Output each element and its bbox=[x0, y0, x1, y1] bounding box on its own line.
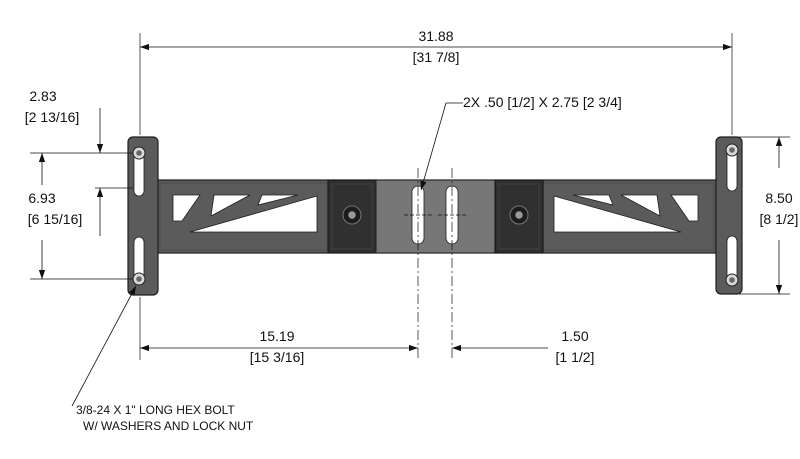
bolt-note: 3/8-24 X 1" LONG HEX BOLT W/ WASHERS AND… bbox=[76, 403, 254, 433]
center-offset-value: 15.19 bbox=[259, 328, 294, 344]
overall-width-fraction: [31 7/8] bbox=[413, 49, 460, 65]
upper-spacing-fraction: [2 13/16] bbox=[25, 109, 80, 125]
bracket-assembly bbox=[127, 136, 743, 296]
center-lines bbox=[404, 168, 466, 360]
left-span-fraction: [6 15/16] bbox=[28, 211, 83, 227]
left-span-value: 6.93 bbox=[28, 190, 55, 206]
bolt-note-line2: W/ WASHERS AND LOCK NUT bbox=[83, 419, 254, 433]
dimension-lines bbox=[38, 43, 783, 407]
center-plate bbox=[375, 179, 496, 254]
dimension-labels: 31.88 [31 7/8] 2.83 [2 13/16] 6.93 [6 15… bbox=[25, 28, 799, 365]
slot-callout: 2X .50 [1/2] X 2.75 [2 3/4] bbox=[463, 94, 622, 110]
slot-spacing-fraction: [1 1/2] bbox=[556, 349, 595, 365]
right-cutouts bbox=[553, 194, 699, 233]
slot-spacing-value: 1.50 bbox=[561, 328, 588, 344]
upper-spacing-value: 2.83 bbox=[29, 88, 56, 104]
left-clamp-block bbox=[327, 179, 377, 254]
overall-width-value: 31.88 bbox=[418, 28, 453, 44]
right-height-value: 8.50 bbox=[765, 190, 792, 206]
left-cutouts bbox=[172, 194, 318, 233]
bolt-note-line1: 3/8-24 X 1" LONG HEX BOLT bbox=[76, 403, 235, 417]
center-offset-fraction: [15 3/16] bbox=[250, 349, 305, 365]
right-height-fraction: [8 1/2] bbox=[760, 211, 799, 227]
right-end-plate bbox=[715, 136, 743, 295]
right-clamp-block bbox=[494, 179, 544, 254]
left-end-plate bbox=[127, 136, 159, 296]
